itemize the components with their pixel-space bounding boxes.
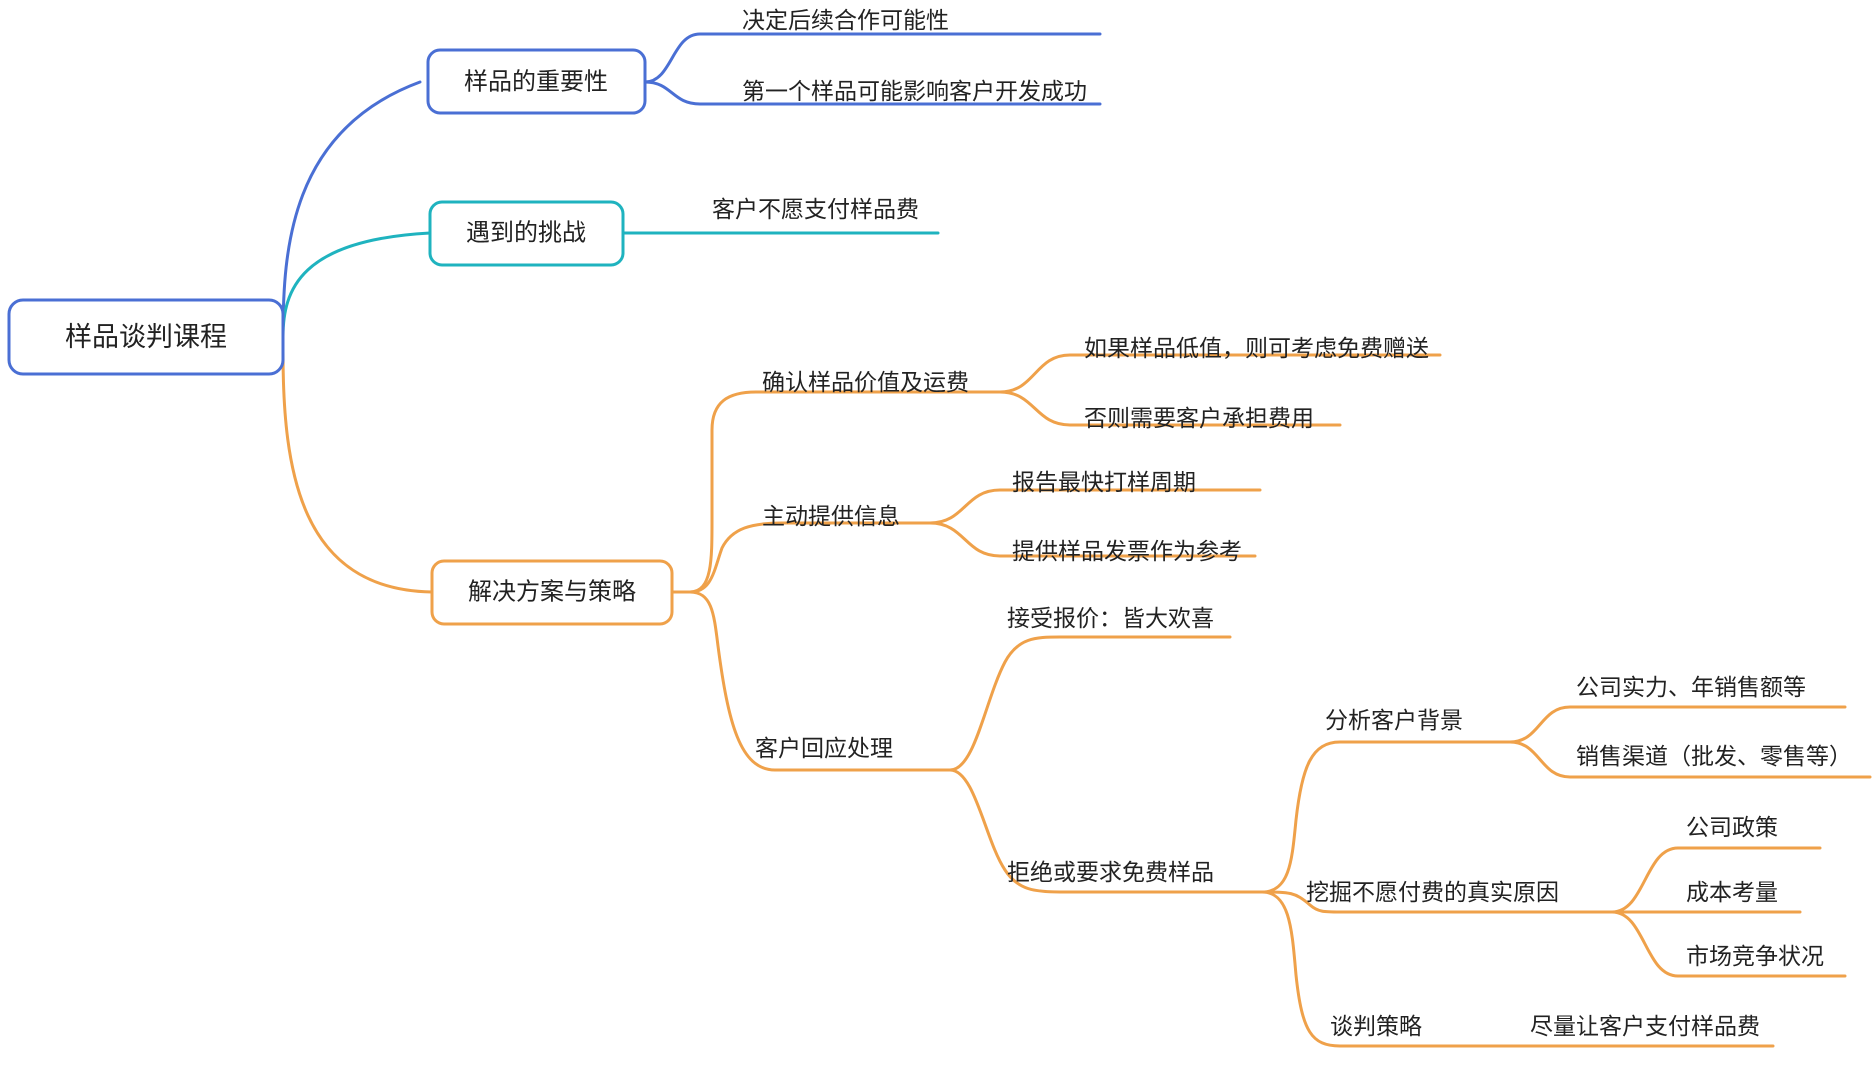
- node-b1c2-label[interactable]: 第一个样品可能影响客户开发成功: [742, 78, 1087, 104]
- importance-label: 样品的重要性: [464, 68, 608, 95]
- edge-refuse-to-analyze: [1260, 740, 1512, 894]
- edge-response-fork-top: [948, 635, 1232, 772]
- node-root[interactable]: 样品谈判课程: [7, 298, 285, 376]
- edge-dig-fork-bottom: [1610, 910, 1847, 978]
- solutions-label: 解决方案与策略: [468, 578, 636, 605]
- node-b1c1-label[interactable]: 决定后续合作可能性: [742, 7, 949, 33]
- edge-root-to-importance: [281, 80, 422, 339]
- node-b3c3b1b-label[interactable]: 销售渠道（批发、零售等）: [1576, 743, 1852, 769]
- edge-solutions-to-info: [670, 521, 932, 594]
- edge-value-fork-bottom: [998, 390, 1342, 427]
- node-importance[interactable]: 样品的重要性: [426, 48, 647, 115]
- node-b3c3b1a-label[interactable]: 公司实力、年销售额等: [1576, 674, 1806, 700]
- node-b3c3b2b-label[interactable]: 成本考量: [1686, 879, 1778, 905]
- edge-root-to-challenges: [281, 231, 432, 339]
- node-b3c3b-label[interactable]: 拒绝或要求免费样品: [1007, 859, 1214, 885]
- node-b3c3b2c-label[interactable]: 市场竞争状况: [1686, 943, 1824, 969]
- edge-analyze-fork-top: [1508, 705, 1847, 744]
- root-label: 样品谈判课程: [65, 322, 227, 352]
- node-b2c1-label[interactable]: 客户不愿支付样品费: [712, 196, 919, 222]
- edge-solutions-to-response: [670, 590, 952, 772]
- challenges-label: 遇到的挑战: [466, 219, 586, 246]
- node-solutions[interactable]: 解决方案与策略: [430, 559, 674, 626]
- edge-root-to-solutions: [281, 335, 434, 594]
- root-box[interactable]: [7, 298, 285, 376]
- node-b3c1b-label[interactable]: 否则需要客户承担费用: [1084, 405, 1314, 431]
- edge-dig-fork-top: [1610, 846, 1822, 914]
- challenges-box[interactable]: [428, 200, 625, 267]
- node-b3c2a-label[interactable]: 报告最快打样周期: [1012, 469, 1196, 495]
- edge-info-fork-bottom: [928, 521, 1257, 558]
- node-b3c1-label[interactable]: 确认样品价值及运费: [762, 369, 969, 395]
- node-challenges[interactable]: 遇到的挑战: [428, 200, 625, 267]
- node-b3c3b1-label[interactable]: 分析客户背景: [1325, 707, 1463, 733]
- edge-refuse-to-tactics: [1260, 890, 1522, 1048]
- edge-importance-fork-bottom: [643, 80, 1102, 106]
- node-b3c3-label[interactable]: 客户回应处理: [755, 735, 893, 761]
- node-b3c3b3-label[interactable]: 谈判策略: [1330, 1013, 1422, 1039]
- node-b3c1a-label[interactable]: 如果样品低值，则可考虑免费赠送: [1084, 335, 1429, 361]
- edge-solutions-to-value: [670, 390, 1002, 594]
- node-b3c3b2-label[interactable]: 挖掘不愿付费的真实原因: [1306, 879, 1559, 905]
- edge-analyze-fork-bottom: [1508, 740, 1872, 779]
- edge-value-fork-top: [998, 353, 1442, 394]
- node-b3c2b-label[interactable]: 提供样品发票作为参考: [1012, 538, 1242, 564]
- solutions-box[interactable]: [430, 559, 674, 626]
- node-b3c3b3a-label[interactable]: 尽量让客户支付样品费: [1530, 1013, 1760, 1039]
- edge-response-fork-bottom: [948, 768, 1264, 894]
- edge-refuse-to-dig: [1260, 890, 1614, 914]
- node-b3c3a-label[interactable]: 接受报价：皆大欢喜: [1007, 605, 1214, 631]
- edge-importance-fork-top: [643, 32, 1102, 84]
- node-b3c2-label[interactable]: 主动提供信息: [762, 503, 900, 529]
- importance-box[interactable]: [426, 48, 647, 115]
- node-b3c3b2a-label[interactable]: 公司政策: [1686, 814, 1778, 840]
- edge-info-fork-top: [928, 488, 1262, 525]
